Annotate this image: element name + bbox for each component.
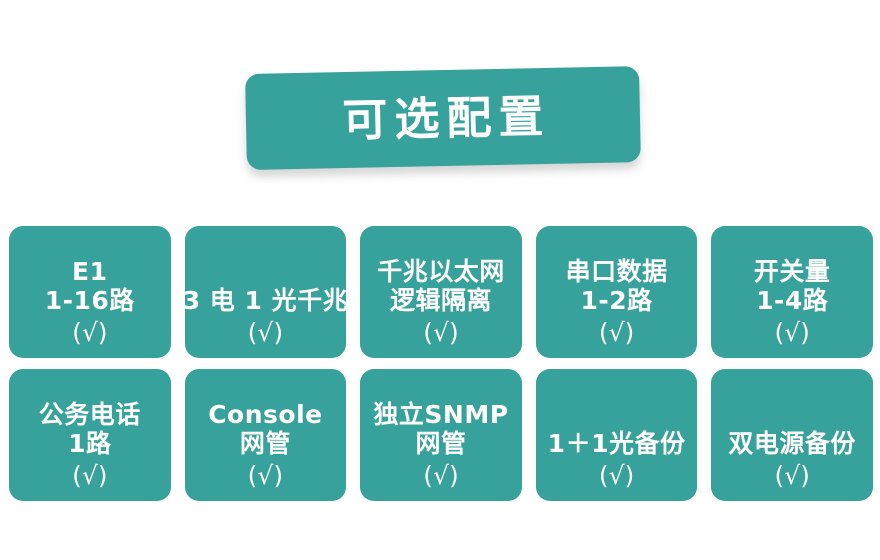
- feature-card-label: 1路: [68, 429, 112, 458]
- feature-card-label: 千兆以太网: [377, 256, 505, 286]
- feature-card-label: E1: [72, 256, 108, 286]
- feature-card-label: 1-4路: [756, 286, 829, 315]
- check-mark-icon: (√): [72, 317, 108, 347]
- feature-card[interactable]: 3 电 1 光千兆(√): [184, 226, 347, 358]
- check-mark-icon: (√): [598, 317, 635, 347]
- check-mark-icon: (√): [774, 460, 810, 490]
- feature-card-label: 1＋1光备份: [547, 429, 686, 458]
- page-title: 可选配置: [341, 89, 551, 147]
- header-banner: 可选配置: [245, 66, 641, 174]
- check-mark-icon: (√): [72, 460, 108, 490]
- feature-card-label: 独立SNMP: [373, 399, 509, 429]
- check-mark-icon: (√): [247, 317, 284, 347]
- feature-card-label: 网管: [415, 429, 467, 458]
- check-mark-icon: (√): [774, 317, 810, 347]
- feature-card-label: 逻辑隔离: [389, 286, 492, 315]
- header-banner-shape: 可选配置: [245, 66, 641, 170]
- feature-card[interactable]: 1＋1光备份(√): [535, 369, 698, 501]
- feature-card[interactable]: 千兆以太网逻辑隔离(√): [360, 226, 522, 358]
- feature-card-label: 串口数据: [565, 256, 668, 286]
- feature-card-label: 3 电 1 光千兆: [184, 286, 347, 315]
- feature-card-label: Console: [208, 399, 323, 429]
- check-mark-icon: (√): [423, 460, 459, 490]
- feature-card-label: 双电源备份: [728, 429, 856, 458]
- feature-card-label: 网管: [239, 429, 291, 458]
- feature-card[interactable]: 双电源备份(√): [711, 369, 873, 501]
- feature-card-label: 开关量: [753, 256, 831, 286]
- feature-card-label: 1-2路: [580, 286, 653, 315]
- check-mark-icon: (√): [598, 460, 635, 490]
- feature-card-label: 1-16路: [44, 286, 135, 315]
- feature-card-label: 公务电话: [38, 399, 141, 429]
- check-mark-icon: (√): [423, 317, 459, 347]
- check-mark-icon: (√): [247, 460, 284, 490]
